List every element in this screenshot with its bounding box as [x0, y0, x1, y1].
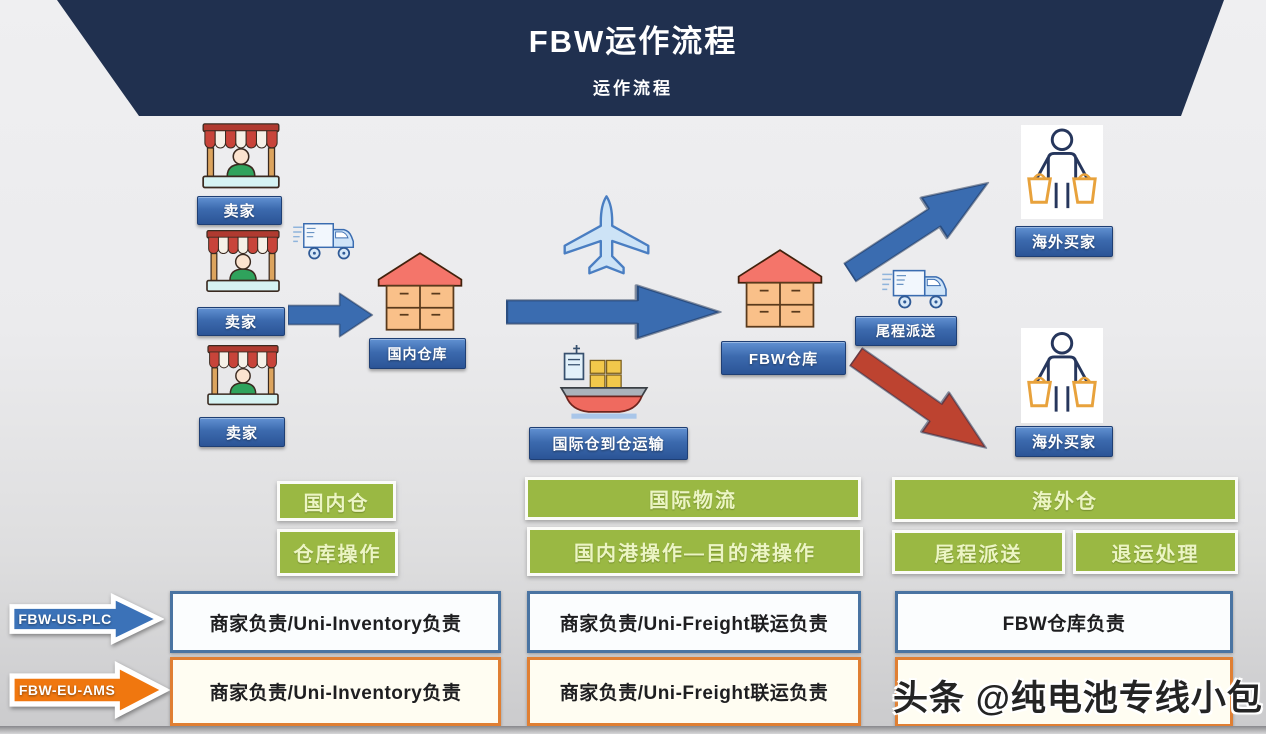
stage-domestic-operation: 仓库操作	[277, 529, 398, 576]
warehouse-icon	[736, 241, 824, 335]
warehouse-icon	[376, 246, 464, 336]
page-subtitle: 运作流程	[593, 79, 673, 98]
arrow-down-right-icon	[839, 333, 1005, 473]
stage-international-operation: 国内港操作—目的港操作	[527, 527, 863, 576]
responsibility-cell: 商家负责/Uni-Freight联运负责	[527, 591, 861, 653]
route-eu-ams-arrow: FBW-EU-AMS	[8, 661, 170, 719]
stage-overseas-title: 海外仓	[892, 477, 1238, 522]
arrow-right-icon	[288, 289, 374, 341]
watermark-text: 头条 @纯电池专线小包	[893, 679, 1263, 718]
route-eu-ams-code: FBW-EU-AMS	[18, 682, 116, 698]
responsibility-cell: 商家负责/Uni-Inventory负责	[170, 657, 501, 726]
fbw-warehouse-label: FBW仓库	[721, 341, 846, 375]
last-mile-label: 尾程派送	[855, 316, 957, 346]
seller-label: 卖家	[197, 307, 285, 336]
page-title: FBW运作流程	[528, 24, 738, 59]
domestic-warehouse-label: 国内仓库	[369, 338, 466, 369]
stage-overseas-lastmile: 尾程派送	[892, 530, 1065, 574]
stage-domestic-title: 国内仓	[277, 481, 396, 521]
market-stall-icon	[201, 229, 285, 301]
seller-label: 卖家	[197, 196, 282, 225]
delivery-truck-icon	[881, 264, 951, 316]
overseas-buyer-label: 海外买家	[1015, 226, 1113, 257]
responsibility-cell	[895, 657, 1233, 727]
route-us-plc-code: FBW-US-PLC	[18, 611, 112, 627]
header-banner: FBW运作流程 运作流程	[57, 0, 1224, 116]
market-stall-icon	[198, 122, 284, 198]
person-with-shopping-bags-icon	[1021, 125, 1103, 219]
delivery-truck-icon	[292, 216, 358, 268]
responsibility-cell: 商家负责/Uni-Freight联运负责	[527, 657, 861, 726]
market-stall-icon	[201, 344, 285, 414]
person-with-shopping-bags-icon	[1021, 328, 1103, 423]
seller-label: 卖家	[199, 417, 285, 447]
responsibility-cell: FBW仓库负责	[895, 591, 1233, 653]
route-us-plc-arrow: FBW-US-PLC	[8, 593, 164, 645]
intl-transport-label: 国际仓到仓运输	[529, 427, 688, 460]
stage-international-title: 国际物流	[525, 477, 861, 520]
responsibility-cell: 商家负责/Uni-Inventory负责	[170, 591, 501, 653]
stage-overseas-returns: 退运处理	[1073, 530, 1238, 574]
bottom-edge-strip	[0, 726, 1266, 734]
airplane-icon	[559, 193, 654, 289]
overseas-buyer-label: 海外买家	[1015, 426, 1113, 457]
cargo-ship-icon	[556, 335, 652, 427]
